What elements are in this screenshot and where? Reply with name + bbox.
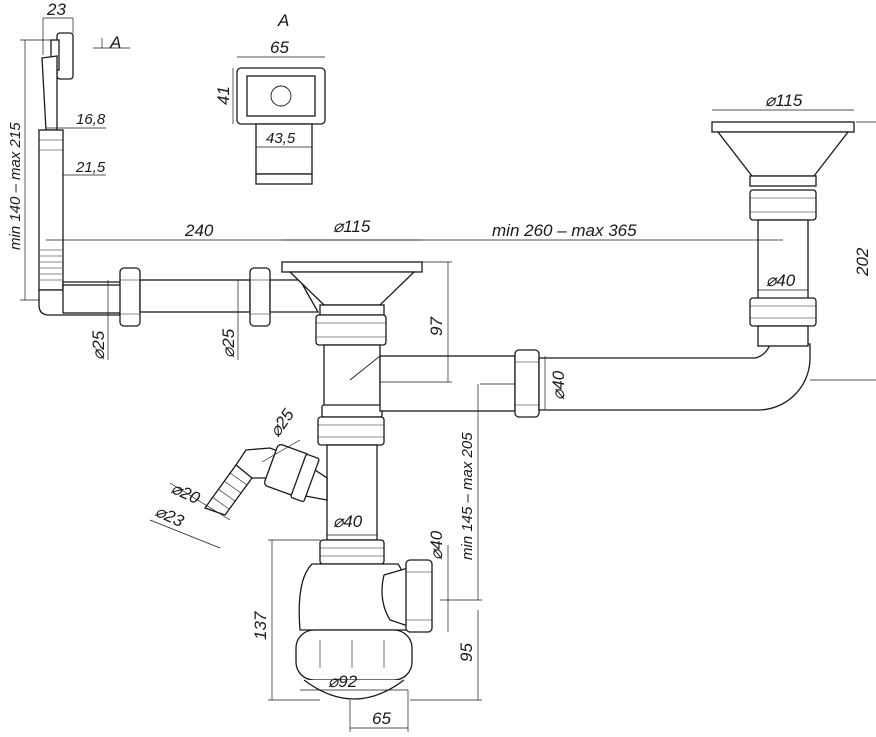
dim-overflow-tube-dia: 21,5 [75, 159, 106, 176]
dim-bottle-width: 65 [372, 709, 391, 728]
dim-view-a-inner: 43,5 [266, 130, 296, 147]
dim-overflow-inlet-dia: ⌀25 [219, 328, 238, 358]
dim-overflow-stem-dia: 16,8 [76, 111, 106, 128]
dim-right-drain-spacing: min 260 – max 365 [492, 221, 637, 240]
horizontal-pipe [379, 343, 811, 418]
dim-side-inlet-range: min 145 – max 205 [459, 432, 476, 560]
dim-side-hose-dia: ⌀25 [266, 405, 299, 440]
view-arrow-label: A [109, 33, 121, 52]
left-strainer [281, 261, 423, 346]
overflow-ribs [40, 249, 62, 281]
right-strainer [711, 121, 855, 221]
side-hose-inlet [203, 443, 328, 516]
dimension-lines [20, 17, 876, 732]
dim-horizontal-pipe-dia: ⌀40 [549, 370, 568, 400]
dim-right-pipe-dia: ⌀40 [766, 271, 796, 290]
view-a-detail [236, 67, 326, 185]
dim-outlet-dia: ⌀40 [427, 530, 446, 560]
dim-left-strainer-dia: ⌀115 [333, 217, 371, 236]
view-a-label: A [277, 11, 289, 30]
dim-right-riser-height: 202 [853, 247, 872, 277]
dim-overflow-pipe-dia: ⌀25 [89, 330, 108, 360]
dim-tee-drop: 97 [427, 317, 446, 336]
dim-center-pipe-dia: ⌀40 [333, 512, 363, 531]
dim-trap-height: 137 [251, 611, 270, 640]
overflow-pipe [62, 267, 320, 327]
dim-view-a-width: 65 [270, 38, 289, 57]
dim-overflow-height-range: min 140 – max 215 [7, 122, 24, 250]
right-riser [749, 219, 817, 347]
dim-hose-dia-23: ⌀23 [152, 501, 187, 531]
dim-outlet-height: 95 [457, 643, 476, 662]
dim-hose-dia-20: ⌀20 [168, 478, 203, 508]
dim-bottle-dia: ⌀92 [328, 672, 358, 691]
dim-left-drain-spacing: 240 [184, 221, 214, 240]
center-pipe [317, 344, 385, 541]
dim-right-strainer-dia: ⌀115 [765, 91, 803, 110]
bottle-trap [295, 539, 433, 700]
dim-view-a-height: 41 [214, 86, 233, 105]
dim-overflow-width: 23 [46, 0, 66, 19]
